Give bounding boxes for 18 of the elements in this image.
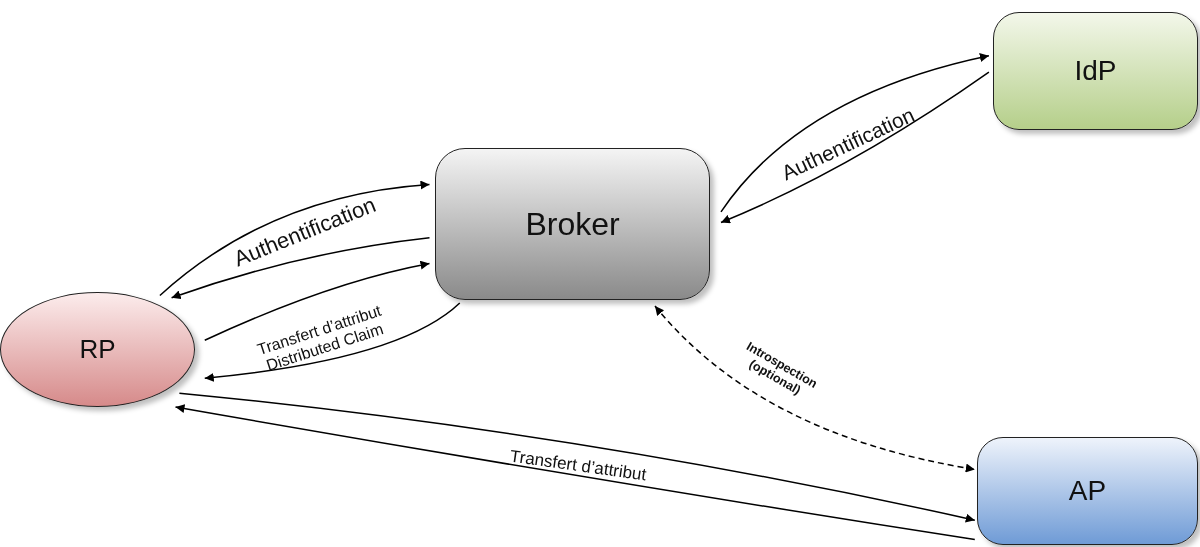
rounded-box (993, 12, 1198, 130)
arrow (170, 236, 431, 300)
ellipse-node (0, 292, 195, 407)
node-label: AP (1068, 475, 1107, 507)
arrow (174, 404, 976, 541)
node-label: RP (79, 334, 116, 365)
rounded-box (435, 148, 710, 300)
dashed-arrow (654, 305, 976, 473)
node-label: IdP (1074, 55, 1117, 87)
arrow (159, 180, 431, 297)
arrow (204, 260, 431, 342)
edge-label: Transfert d’attribut (507, 445, 649, 486)
arrow (720, 53, 990, 213)
arrow (720, 71, 990, 224)
node-label: Broker (525, 205, 620, 243)
arrow (204, 302, 461, 382)
rounded-box (977, 437, 1198, 545)
arrow (178, 392, 976, 523)
